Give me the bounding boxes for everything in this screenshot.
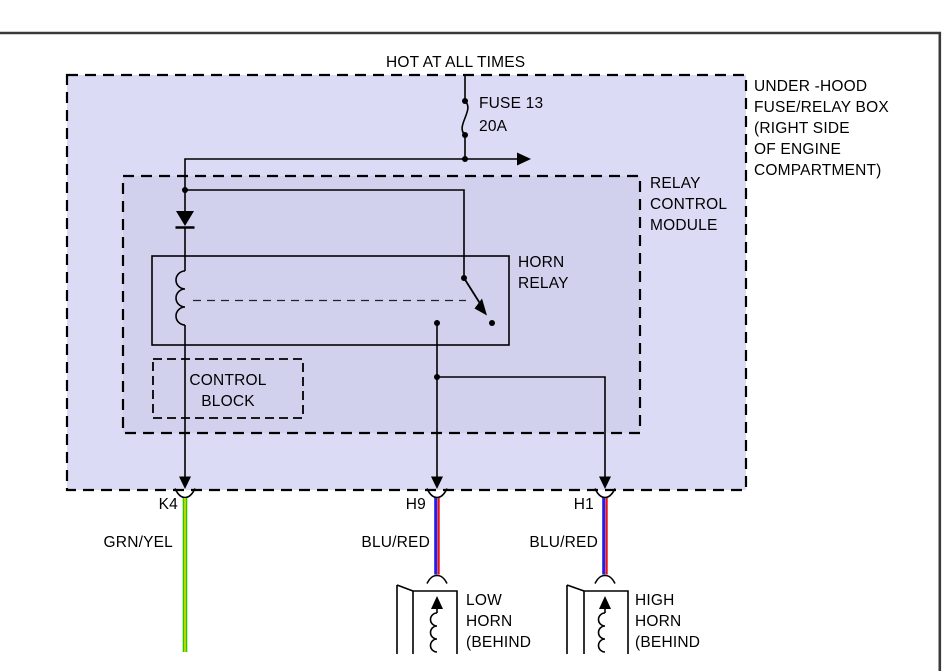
- page-frame-border: [0, 31, 942, 671]
- low-horn-body: [396, 584, 458, 654]
- horn-relay-label: HORN RELAY: [518, 254, 569, 292]
- k4-terminal-cup: [174, 488, 196, 499]
- fuse-top-dot: [462, 98, 468, 104]
- pin-h1-label: H1: [573, 496, 594, 513]
- switch-output-dot: [434, 320, 440, 326]
- wire-color-h9-label: BLU/RED: [361, 534, 430, 551]
- relay-diode: [175, 211, 195, 229]
- wire-color-h1-label: BLU/RED: [529, 534, 598, 551]
- horn-branch-junction-dot: [434, 374, 440, 380]
- high-horn-label: HIGH HORN (BEHIND: [635, 592, 701, 651]
- high-horn-cup: [594, 574, 616, 584]
- wire-color-k4-label: GRN/YEL: [103, 534, 173, 551]
- connector-k4: [174, 476, 196, 499]
- low-horn-label: LOW HORN (BEHIND: [466, 592, 532, 651]
- high-horn-symbol: [566, 574, 629, 654]
- relay-switch-arrowhead: [474, 298, 487, 316]
- wire-h1-blu-red: [602, 498, 608, 575]
- h9-terminal-cup: [426, 488, 448, 499]
- fuse-bottom-dot: [462, 132, 468, 138]
- control-block-label: CONTROL BLOCK: [189, 372, 267, 410]
- wire-h9-blu-red: [434, 498, 440, 575]
- h1-branch-wire: [437, 376, 606, 478]
- relay-control-module-box: [121, 174, 642, 435]
- fuse-rating-label: 20A: [479, 118, 508, 135]
- low-horn-symbol: [396, 574, 458, 654]
- relay-switch: [463, 277, 487, 316]
- low-horn-arrowhead: [431, 596, 443, 609]
- low-horn-coil: [429, 612, 438, 653]
- high-horn-coil: [597, 612, 606, 653]
- switch-contact-dot: [489, 320, 495, 326]
- fuse-bus-junction-dot: [462, 156, 468, 162]
- high-horn-body: [566, 584, 629, 654]
- underhood-fusebox-label: UNDER -HOOD FUSE/RELAY BOX (RIGHT SIDE O…: [754, 78, 889, 179]
- h1-terminal-cup: [594, 488, 616, 499]
- connector-h9: [426, 476, 448, 499]
- control-block-box: [152, 358, 304, 419]
- power-source-label: HOT AT ALL TIMES: [386, 54, 526, 71]
- relay-control-module-label: RELAY CONTROL MODULE: [650, 175, 728, 234]
- h1-terminal-arrow: [599, 476, 611, 489]
- k4-terminal-arrow: [179, 476, 191, 489]
- module-feed-junction-dot: [182, 187, 188, 193]
- relay-coil: [175, 270, 186, 326]
- switch-pivot-dot: [461, 275, 467, 281]
- high-horn-arrowhead: [599, 596, 611, 609]
- fuse-name-label: FUSE 13: [479, 95, 544, 112]
- pin-k4-label: K4: [158, 496, 178, 513]
- horn-relay-box: [151, 255, 510, 346]
- connector-h1: [594, 476, 616, 499]
- h9-terminal-arrow: [431, 476, 443, 489]
- low-horn-cup: [426, 574, 448, 584]
- feed-bus-arrowhead: [517, 152, 531, 166]
- junction-dots: [182, 98, 495, 380]
- pin-h9-label: H9: [405, 496, 426, 513]
